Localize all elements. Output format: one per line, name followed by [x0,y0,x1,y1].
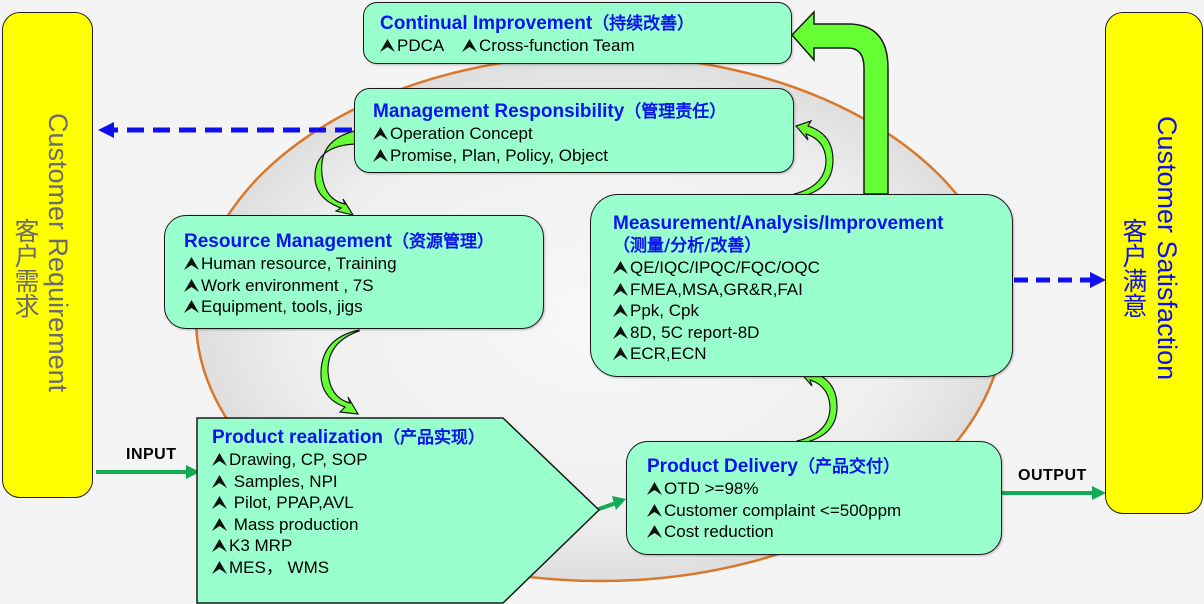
list-item: Ppk, Cpk [613,300,944,322]
customer-requirement-title: Customer Requirement [43,113,73,393]
curved-arrow-measurement-to-mgmt-icon [793,119,834,199]
list-item: Promise, Plan, Policy, Object [373,145,726,167]
measurement-title-cn: （测量/分析/改善） [613,236,762,256]
list-item: PDCA [380,36,443,55]
arrowhead-bullet-icon [373,148,388,162]
arrowhead-bullet-icon [212,560,227,574]
continual-improvement-title: Continual Improvement（持续改善） [380,13,695,34]
list-item: Operation Concept [373,123,726,145]
curved-arrow-resource-to-realization-icon [320,329,360,415]
list-item: 8D, 5C report-8D [613,322,944,344]
list-item: QE/IQC/IPQC/FQC/OQC [613,257,944,279]
list-item: Work environment , 7S [184,275,494,297]
product-delivery-title: Product Delivery（产品交付） [647,456,900,477]
list-item: Samples, NPI [212,471,485,493]
arrowhead-bullet-icon [647,482,662,495]
list-item: Customer complaint <=500ppm [647,500,901,522]
dashed-arrowhead-right-icon [1090,272,1106,288]
list-item: Equipment, tools, jigs [184,296,494,318]
list-item: ECR,ECN [613,343,944,365]
list-item: OTD >=98% [647,478,901,500]
customer-satisfaction-title: Customer Satisfaction [1152,116,1182,381]
product-delivery-box: Product Delivery（产品交付） OTD >=98% Custome… [626,441,1002,555]
improvement-bent-arrow-icon [790,10,889,195]
customer-satisfaction-title-cn: 客户满意 [1119,218,1148,318]
management-responsibility-title: Management Responsibility（管理责任） [373,101,727,122]
arrowhead-bullet-icon [613,325,628,339]
arrowhead-bullet-icon [380,39,395,52]
resource-management-title: Resource Management（资源管理） [184,231,495,252]
customer-requirement-title-cn: 客户需求 [11,218,40,318]
arrowhead-bullet-icon [212,474,227,488]
arrowhead-bullet-icon [613,347,628,360]
arrowhead-bullet-icon [647,525,662,538]
continual-improvement-box: Continual Improvement（持续改善） PDCA Cross-f… [363,2,792,64]
measurement-title: Measurement/Analysis/Improvement [613,213,944,234]
product-realization-box: Product realization（产品实现） Drawing, CP, S… [212,427,485,578]
arrowhead-bullet-icon [184,257,199,270]
arrowhead-bullet-icon [613,261,628,274]
customer-satisfaction-panel: Customer Satisfaction 客户满意 [1105,12,1203,514]
resource-management-box: Resource Management（资源管理） Human resource… [164,215,544,329]
management-responsibility-box: Management Responsibility（管理责任） Operatio… [354,88,794,173]
input-arrowhead-icon [186,465,200,479]
arrowhead-bullet-icon [462,39,478,52]
list-item: Mass production [212,514,485,536]
output-label: OUTPUT [1018,467,1087,484]
arrowhead-bullet-icon [184,278,199,292]
realization-to-delivery-arrowhead-icon [612,496,626,510]
measurement-analysis-improvement-box: Measurement/Analysis/Improvement （测量/分析/… [590,194,1013,377]
product-realization-shape [196,417,601,604]
list-item: Drawing, CP, SOP [212,449,485,471]
dashed-arrowhead-left-icon [98,122,114,138]
list-item: Human resource, Training [184,253,494,275]
arrowhead-bullet-icon [212,496,227,509]
arrowhead-bullet-icon [212,517,227,531]
list-item: K3 MRP [212,535,485,557]
product-realization-title: Product realization（产品实现） [212,427,486,448]
arrowhead-bullet-icon [613,304,628,317]
arrowhead-bullet-icon [212,453,227,466]
customer-requirement-panel: Customer Requirement 客户需求 [2,12,93,498]
input-label: INPUT [126,446,177,463]
arrowhead-bullet-icon [184,300,199,313]
arrowhead-bullet-icon [613,282,628,296]
realization-to-delivery-arrow [595,501,617,512]
output-arrowhead-icon [1092,486,1106,500]
list-item: Cross-function Team [462,36,635,55]
list-item: MES， WMS [212,557,485,579]
arrowhead-bullet-icon [647,503,662,517]
arrowhead-bullet-icon [212,539,227,552]
arrowhead-bullet-icon [373,127,388,140]
list-item: Pilot, PPAP,AVL [212,492,485,514]
list-item: FMEA,MSA,GR&R,FAI [613,279,944,301]
list-item: Cost reduction [647,521,901,543]
